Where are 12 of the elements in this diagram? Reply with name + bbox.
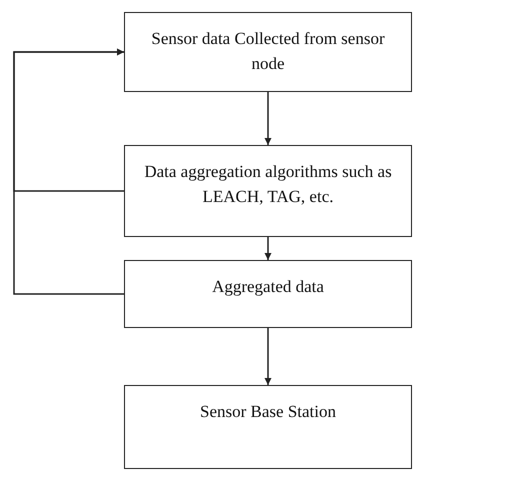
arrow (264, 328, 272, 385)
box-text: Sensor data Collected from sensor node (150, 28, 386, 75)
arrow (264, 92, 272, 145)
process-box (124, 145, 412, 237)
arrow (13, 48, 124, 192)
process-box (124, 385, 412, 469)
process-box (124, 12, 412, 92)
box-text: Aggregated data (212, 276, 324, 298)
process-box (124, 260, 412, 328)
arrow (264, 237, 272, 260)
box-text: Data aggregation algorithms such as LEACH, TAG, etc. (143, 161, 393, 208)
box-text: Sensor Base Station (200, 401, 336, 423)
